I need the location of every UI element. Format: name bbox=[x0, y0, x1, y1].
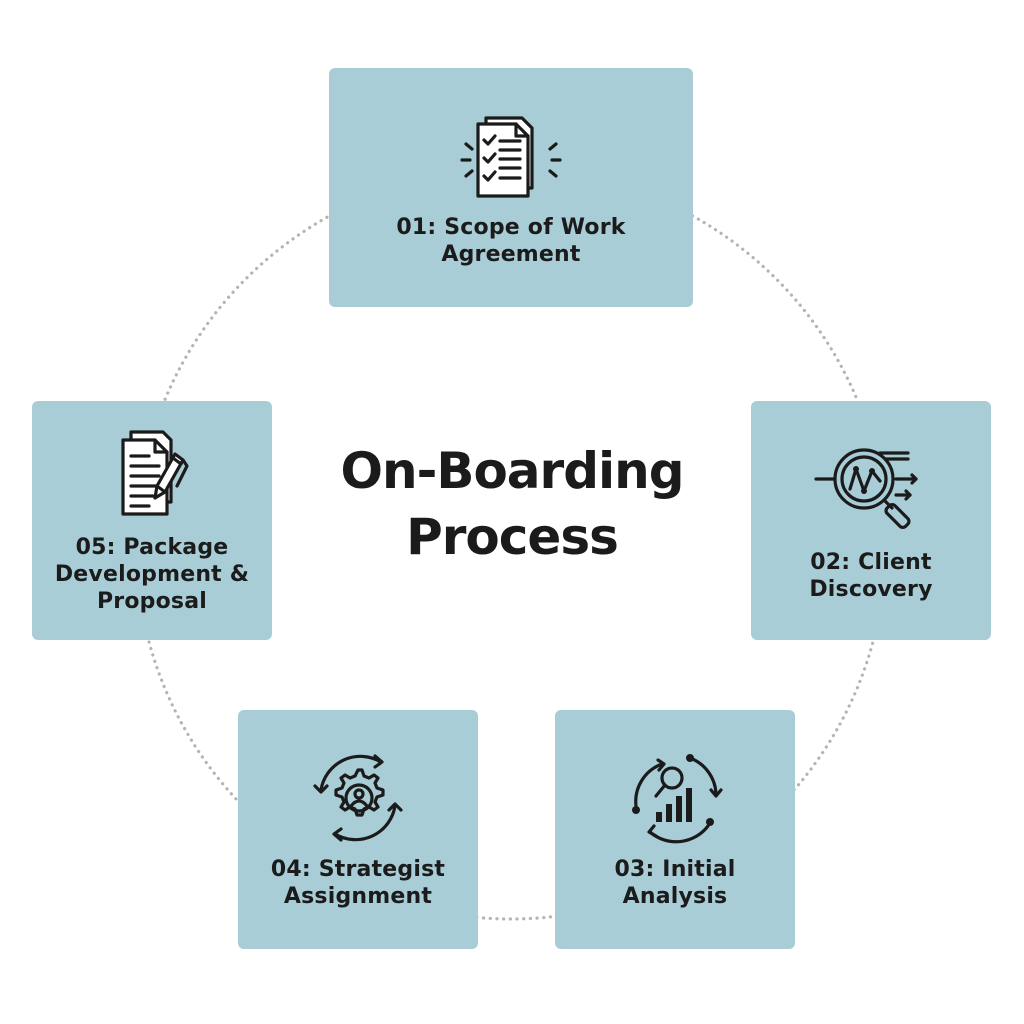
step-label-2: 02: Client Discovery bbox=[809, 549, 933, 602]
step-label-4: 04: Strategist Assignment bbox=[270, 856, 446, 909]
diagram-title: On-Boarding Process bbox=[340, 442, 684, 566]
step-card-strategist-assignment: 04: Strategist Assignment bbox=[238, 710, 478, 949]
step-card-initial-analysis: 03: Initial Analysis bbox=[555, 710, 795, 949]
step-label-1: 01: Scope of Work Agreement bbox=[396, 214, 626, 267]
step-label-3: 03: Initial Analysis bbox=[614, 856, 736, 909]
step-card-package-development: 05: Package Development & Proposal bbox=[32, 401, 272, 640]
cycle-chart-search-icon bbox=[616, 750, 734, 846]
checklist-documents-icon bbox=[452, 108, 570, 204]
magnifier-analytics-icon bbox=[812, 439, 930, 535]
gear-person-cycle-icon bbox=[299, 750, 417, 846]
document-pencil-icon bbox=[93, 426, 211, 522]
step-label-5: 05: Package Development & Proposal bbox=[54, 535, 250, 614]
step-card-scope-of-work: 01: Scope of Work Agreement bbox=[329, 68, 693, 307]
step-card-client-discovery: 02: Client Discovery bbox=[751, 401, 991, 640]
